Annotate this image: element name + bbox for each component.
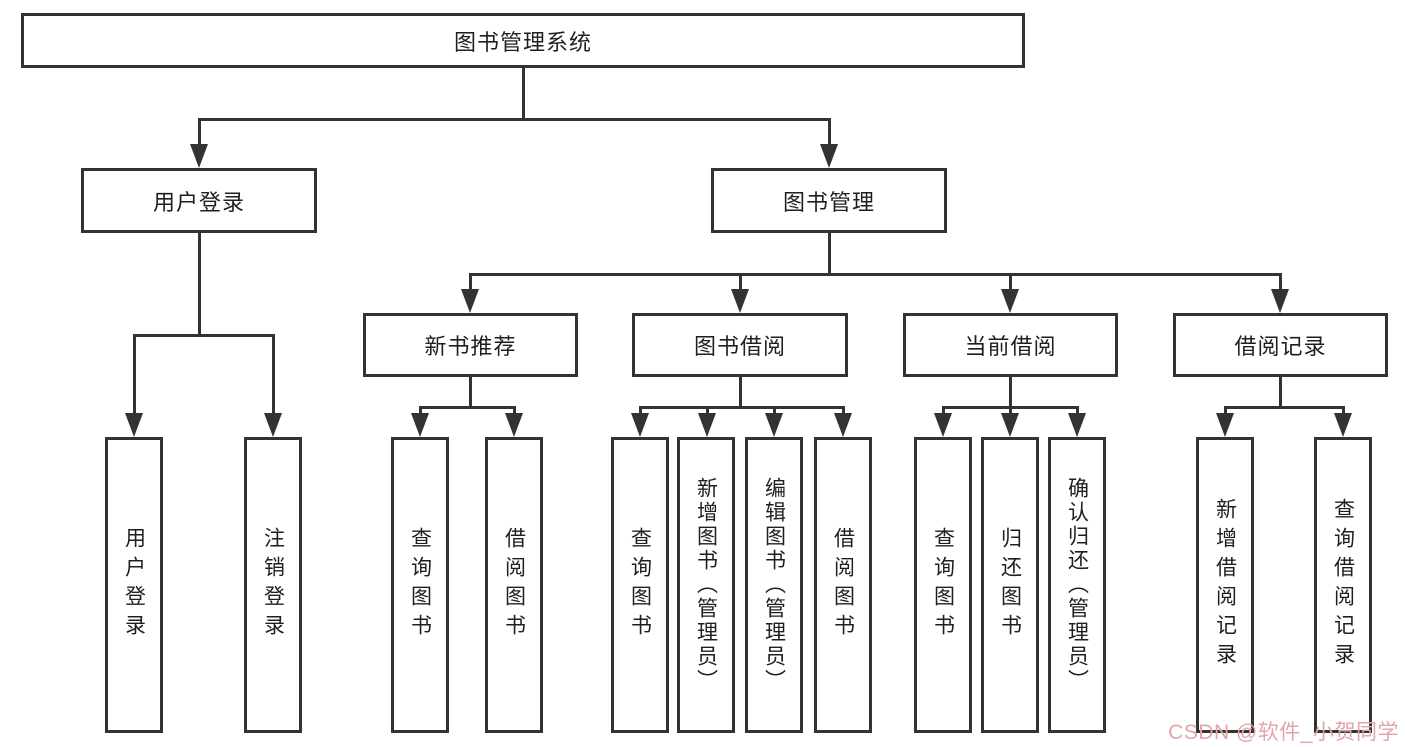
connector-vline <box>468 377 472 409</box>
connector-vline <box>271 334 275 415</box>
leaf-add-borrow-record: 新增借阅记录 <box>1196 437 1254 733</box>
connector-vline <box>418 406 422 416</box>
arrowhead-down-icon <box>631 413 649 437</box>
connector-vline <box>705 406 709 416</box>
arrowhead-down-icon <box>505 413 523 437</box>
arrowhead-down-icon <box>1334 413 1352 437</box>
arrowhead-down-icon <box>1001 413 1019 437</box>
node-borrow-record: 借阅记录 <box>1173 313 1388 377</box>
leaf-query-borrow-record: 查询借阅记录 <box>1314 437 1372 733</box>
arrowhead-down-icon <box>820 144 838 168</box>
leaf-return-book: 归还图书 <box>981 437 1039 733</box>
node-user-login: 用户登录 <box>81 168 317 233</box>
connector-vline <box>1278 273 1282 291</box>
connector-hline <box>638 406 845 409</box>
connector-vline <box>197 118 201 146</box>
leaf-edit-book-admin: 编辑图书（管理员） <box>745 437 803 733</box>
arrowhead-down-icon <box>1216 413 1234 437</box>
arrowhead-down-icon <box>1271 289 1289 313</box>
connector-vline <box>941 406 945 416</box>
connector-vline <box>512 406 516 416</box>
node-new-book-recommend: 新书推荐 <box>363 313 578 377</box>
connector-vline <box>1278 377 1282 409</box>
node-book-borrow: 图书借阅 <box>632 313 848 377</box>
node-book-management: 图书管理 <box>711 168 947 233</box>
connector-vline <box>1075 406 1079 416</box>
connector-vline <box>197 233 201 337</box>
arrowhead-down-icon <box>190 144 208 168</box>
connector-vline <box>738 273 742 291</box>
connector-vline <box>1008 406 1012 416</box>
leaf-recommend-borrow-book: 借阅图书 <box>485 437 543 733</box>
connector-vline <box>827 233 831 276</box>
connector-hline <box>468 273 1282 276</box>
leaf-borrow-query-book: 查询图书 <box>611 437 669 733</box>
arrowhead-down-icon <box>1068 413 1086 437</box>
connector-vline <box>1008 377 1012 409</box>
connector-vline <box>521 68 525 118</box>
connector-vline <box>738 377 742 409</box>
connector-vline <box>827 118 831 146</box>
connector-vline <box>1223 406 1227 416</box>
connector-hline <box>1223 406 1345 409</box>
leaf-borrow-book: 借阅图书 <box>814 437 872 733</box>
connector-hline <box>132 334 275 337</box>
leaf-user-login: 用户登录 <box>105 437 163 733</box>
leaf-add-book-admin: 新增图书（管理员） <box>677 437 735 733</box>
arrowhead-down-icon <box>731 289 749 313</box>
connector-vline <box>468 273 472 291</box>
connector-vline <box>841 406 845 416</box>
connector-vline <box>772 406 776 416</box>
arrowhead-down-icon <box>264 413 282 437</box>
watermark: CSDN @软件_小贺同学 <box>1168 721 1399 744</box>
arrowhead-down-icon <box>834 413 852 437</box>
connector-vline <box>638 406 642 416</box>
arrowhead-down-icon <box>934 413 952 437</box>
arrowhead-down-icon <box>461 289 479 313</box>
leaf-confirm-return-admin: 确认归还（管理员） <box>1048 437 1106 733</box>
arrowhead-down-icon <box>1001 289 1019 313</box>
connector-vline <box>132 334 136 415</box>
arrowhead-down-icon <box>765 413 783 437</box>
arrowhead-down-icon <box>411 413 429 437</box>
arrowhead-down-icon <box>698 413 716 437</box>
leaf-current-query-book: 查询图书 <box>914 437 972 733</box>
connector-hline <box>418 406 516 409</box>
connector-vline <box>1341 406 1345 416</box>
connector-vline <box>1008 273 1012 291</box>
leaf-logout: 注销登录 <box>244 437 302 733</box>
node-root: 图书管理系统 <box>21 13 1025 68</box>
leaf-recommend-query-book: 查询图书 <box>391 437 449 733</box>
arrowhead-down-icon <box>125 413 143 437</box>
node-current-borrow: 当前借阅 <box>903 313 1118 377</box>
connector-hline <box>197 118 831 121</box>
